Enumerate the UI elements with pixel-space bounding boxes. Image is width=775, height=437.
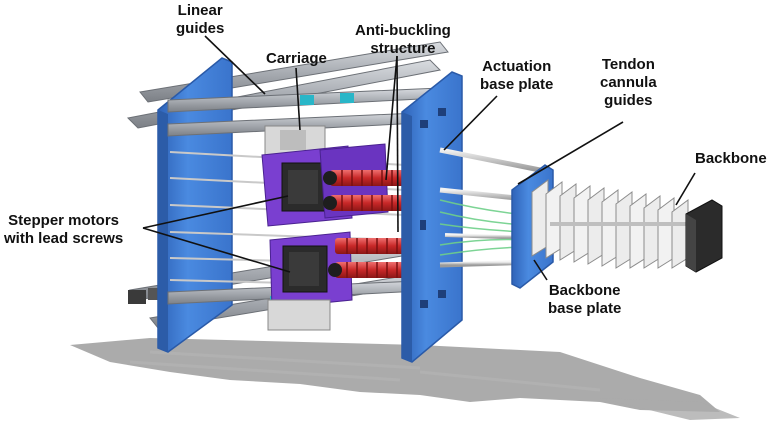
leader-stepper-1 <box>142 195 289 229</box>
label-actuation-plate-line-2: base plate <box>480 76 554 93</box>
label-carriage-text: Carriage <box>266 50 327 67</box>
label-backbone-plate-line-1: Backbone <box>548 282 621 299</box>
label-tendon-guides-line-1: Tendon <box>601 56 655 73</box>
label-tendon-guides-line-2: cannula <box>600 74 657 91</box>
label-anti-buckling-line-1: Anti-buckling <box>355 22 451 39</box>
leader-backbone <box>675 172 696 206</box>
label-linear-guides-line-2: guides <box>176 20 225 37</box>
label-tendon-guides-line-3: guides <box>604 92 653 109</box>
leader-carriage <box>295 67 301 131</box>
label-backbone-plate-line-2: base plate <box>548 300 622 317</box>
label-backbone-text: Backbone <box>695 150 767 167</box>
label-linear-guides: Linear guides <box>176 2 224 38</box>
leader-lines <box>142 35 696 281</box>
leader-actuation-plate <box>443 95 498 151</box>
label-backbone-plate: Backbone base plate <box>548 282 621 318</box>
upper-lead-screws <box>323 170 410 211</box>
label-linear-guides-line-1: Linear <box>177 2 223 19</box>
backbone-end-block <box>685 199 723 273</box>
lower-lead-screws <box>328 238 407 278</box>
leader-linear-guides <box>204 35 266 95</box>
label-backbone: Backbone <box>695 150 767 168</box>
shadow-streaks <box>129 350 601 392</box>
label-actuation-plate: Actuation base plate <box>480 58 553 94</box>
actuation-base-plate <box>401 71 463 363</box>
leader-backbone-plate <box>533 259 548 281</box>
label-actuation-plate-line-1: Actuation <box>482 58 552 75</box>
leader-anti-buckling-2 <box>396 55 399 233</box>
label-anti-buckling: Anti-buckling structure <box>355 22 451 58</box>
lower-motor-assembly <box>267 231 353 331</box>
leader-tendon-guides <box>517 121 624 185</box>
label-stepper-motors-line-1: Stepper motors <box>8 212 120 229</box>
label-carriage: Carriage <box>266 50 327 68</box>
label-anti-buckling-line-2: structure <box>370 40 436 57</box>
label-stepper-motors-line-2: with lead screws <box>4 230 124 247</box>
backbone <box>531 179 690 269</box>
leader-anti-buckling-1 <box>385 55 398 181</box>
label-stepper-motors: Stepper motors with lead screws <box>4 212 123 248</box>
label-tendon-guides: Tendon cannula guides <box>600 56 657 110</box>
leader-stepper-2 <box>142 227 291 273</box>
